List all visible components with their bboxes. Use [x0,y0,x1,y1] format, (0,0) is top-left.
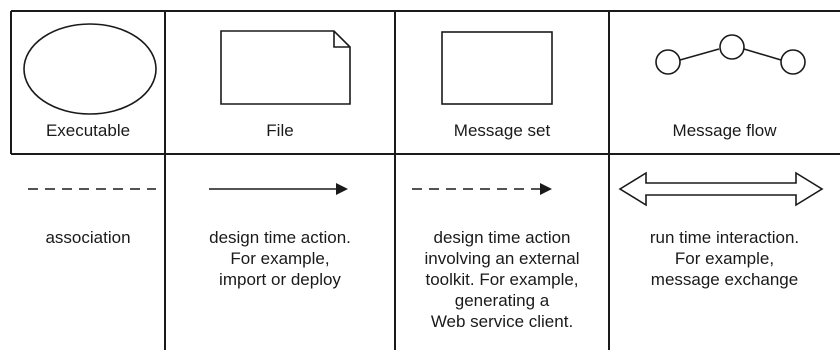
message-set-label: Message set [453,121,551,140]
solid-arrow-icon [209,183,348,195]
message-flow-nodes-icon [655,34,806,75]
run-time-interaction-description: run time interaction. For example, messa… [649,228,800,289]
executable-ellipse-icon [23,23,157,115]
message-flow-label: Message flow [672,121,777,140]
file-page-icon [220,30,351,105]
design-time-action-external-description: design time action involving an external… [424,228,580,331]
file-label: File [266,121,294,140]
design-time-action-description: design time action. For example, import … [209,228,351,289]
dashed-arrow-icon [412,183,552,195]
executable-label: Executable [45,121,131,140]
association-description: association [45,228,131,247]
double-headed-arrow-icon [618,171,824,207]
message-set-rectangle-icon [441,31,553,105]
table-grid [10,10,840,350]
